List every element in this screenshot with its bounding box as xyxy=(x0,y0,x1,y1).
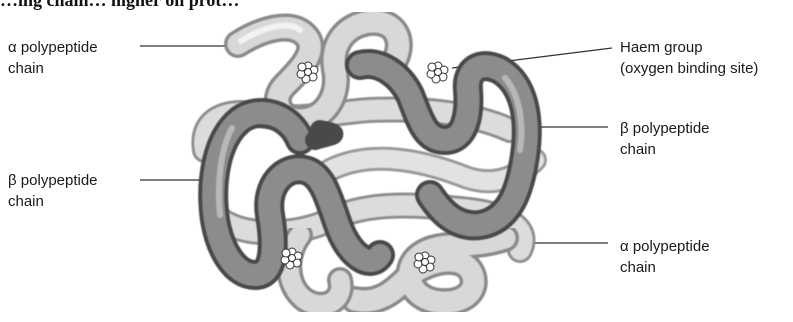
haem-icon xyxy=(427,62,448,83)
label-line-1: α polypeptide xyxy=(620,236,710,257)
label-alpha-polypeptide-top: α polypeptide chain xyxy=(8,37,98,79)
label-alpha-polypeptide-bottom: α polypeptide chain xyxy=(620,236,710,278)
label-line-2: (oxygen binding site) xyxy=(620,58,758,79)
label-line-1: β polypeptide xyxy=(620,118,710,139)
label-line-1: α polypeptide xyxy=(8,37,98,58)
label-line-2: chain xyxy=(8,58,98,79)
label-line-2: chain xyxy=(620,257,710,278)
label-line-1: Haem group xyxy=(620,37,758,58)
label-line-2: chain xyxy=(8,191,98,212)
label-beta-polypeptide-left: β polypeptide chain xyxy=(8,170,98,212)
alpha-chain-bottom xyxy=(289,235,505,305)
label-beta-polypeptide-right: β polypeptide chain xyxy=(620,118,710,160)
label-line-1: β polypeptide xyxy=(8,170,98,191)
label-line-2: chain xyxy=(620,139,710,160)
label-haem-group: Haem group (oxygen binding site) xyxy=(620,37,758,79)
